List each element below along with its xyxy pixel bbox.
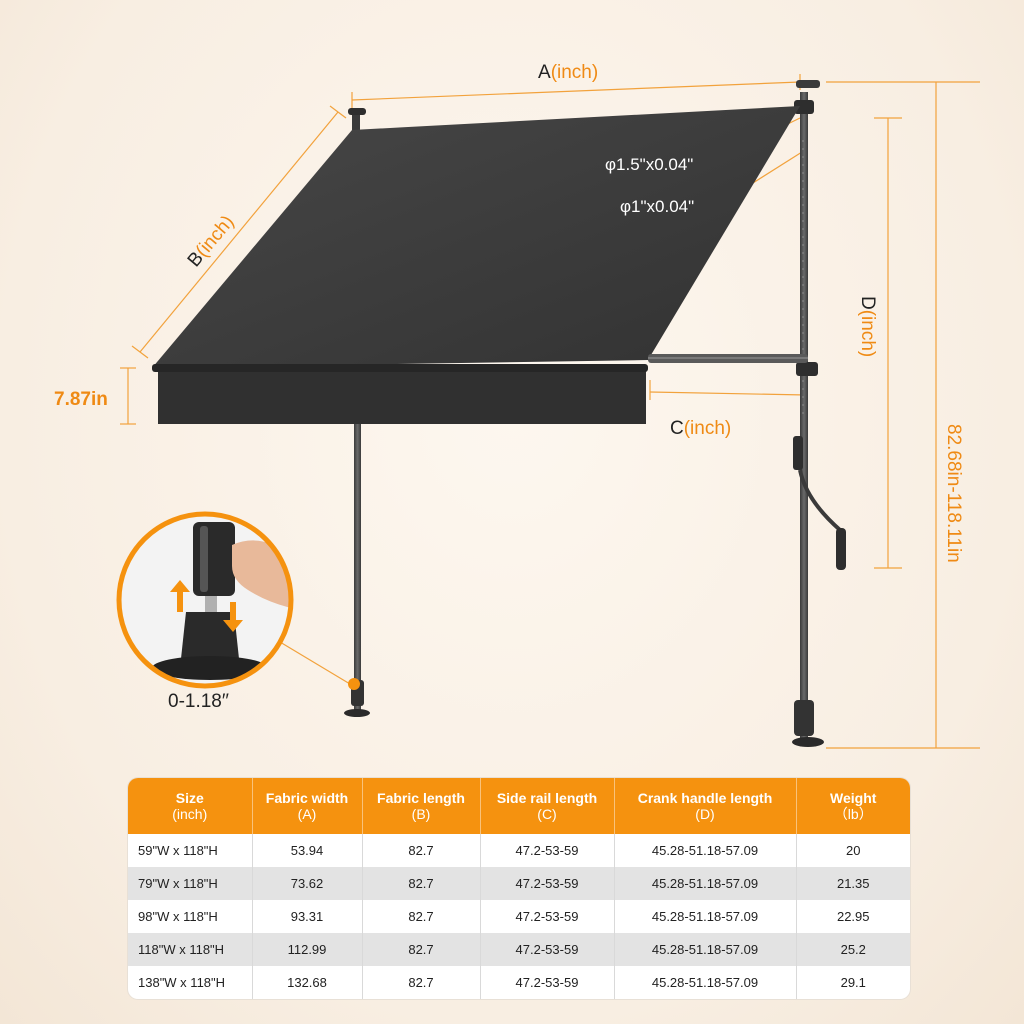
table-row: 79"W x 118"H 73.62 82.7 47.2-53-59 45.28… [128, 867, 910, 900]
total-height-label: 82.68in-118.11in [943, 424, 964, 563]
cell-size: 118"W x 118"H [128, 933, 253, 966]
cell-crank-handle: 45.28-51.18-57.09 [614, 933, 797, 966]
cell-size: 59"W x 118"H [128, 834, 253, 867]
dimension-c-label: C(inch) [670, 418, 731, 439]
awning-illustration: A(inch) B(inch) 7.87in C(inch) D(inch) 8… [54, 62, 980, 749]
cell-crank-handle: 45.28-51.18-57.09 [614, 834, 797, 867]
dimension-d-label: D(inch) [857, 296, 878, 357]
adjust-range-label: 0-1.18′′ [168, 691, 229, 712]
right-pole [792, 80, 824, 747]
cell-crank-handle: 45.28-51.18-57.09 [614, 966, 797, 999]
cell-weight: 22.95 [836, 909, 870, 924]
cell-fabric-width: 73.62 [252, 867, 363, 900]
size-spec-table: Size(inch) Fabric width(A) Fabric length… [128, 778, 910, 999]
cell-fabric-width: 132.68 [252, 966, 363, 999]
valance-height-label: 7.87in [54, 389, 108, 410]
cell-fabric-width: 112.99 [252, 933, 363, 966]
inner-pipe-label: φ1"x0.04" [620, 197, 694, 216]
roller-bar [348, 108, 366, 132]
awning-fabric [152, 106, 800, 424]
crank-handle [793, 436, 846, 570]
cell-weight: 21.35 [796, 867, 910, 900]
cell-side-rail: 47.2-53-59 [480, 900, 615, 933]
cell-crank-handle: 45.28-51.18-57.09 [614, 867, 797, 900]
dimension-a-label: A(inch) [538, 62, 598, 83]
cell-fabric-length: 82.7 [362, 834, 481, 867]
cell-weight: 25.2 [796, 933, 910, 966]
cell-fabric-width: 93.31 [252, 900, 363, 933]
left-pole [344, 420, 370, 717]
cell-side-rail: 47.2-53-59 [480, 867, 615, 900]
header-crank-handle-length: Crank handle length(D) [614, 778, 797, 834]
header-weight: Weight（lb） [796, 778, 910, 834]
cell-fabric-length: 82.7 [362, 867, 481, 900]
cell-side-rail: 47.2-53-59 [480, 834, 615, 867]
cell-side-rail: 47.2-53-59 [480, 966, 615, 999]
cell-size: 138"W x 118"H [128, 966, 253, 999]
header-fabric-length: Fabric length(B) [362, 778, 481, 834]
table-row: 59"W x 118"H 53.94 82.7 47.2-53-59 45.28… [128, 834, 910, 867]
cell-fabric-length: 82.7 [362, 933, 481, 966]
cell-crank-handle: 45.28-51.18-57.09 [614, 900, 797, 933]
cell-size: 98"W x 118"H [128, 900, 253, 933]
cell-side-rail: 47.2-53-59 [480, 933, 615, 966]
table-row: 98"W x 118"H 93.31 82.7 47.2-53-59 45.28… [128, 900, 910, 933]
outer-pipe-label: φ1.5"x0.04" [605, 155, 693, 174]
table-row: 138"W x 118"H 132.68 82.7 47.2-53-59 45.… [128, 966, 910, 999]
table-header-row: Size(inch) Fabric width(A) Fabric length… [128, 778, 910, 834]
table-row: 118"W x 118"H 112.99 82.7 47.2-53-59 45.… [128, 933, 910, 966]
cell-weight: 20 [846, 843, 861, 858]
adjuster-detail-magnifier [116, 511, 294, 689]
cell-fabric-width: 53.94 [252, 834, 363, 867]
side-arm [648, 354, 808, 363]
dimension-b-label: B(inch) [184, 212, 239, 272]
cell-fabric-length: 82.7 [362, 900, 481, 933]
cell-fabric-length: 82.7 [362, 966, 481, 999]
header-fabric-width: Fabric width(A) [252, 778, 363, 834]
header-side-rail-length: Side rail length(C) [480, 778, 615, 834]
cell-weight: 29.1 [840, 975, 866, 990]
cell-size: 79"W x 118"H [128, 867, 253, 900]
header-size: Size(inch) [128, 778, 253, 834]
